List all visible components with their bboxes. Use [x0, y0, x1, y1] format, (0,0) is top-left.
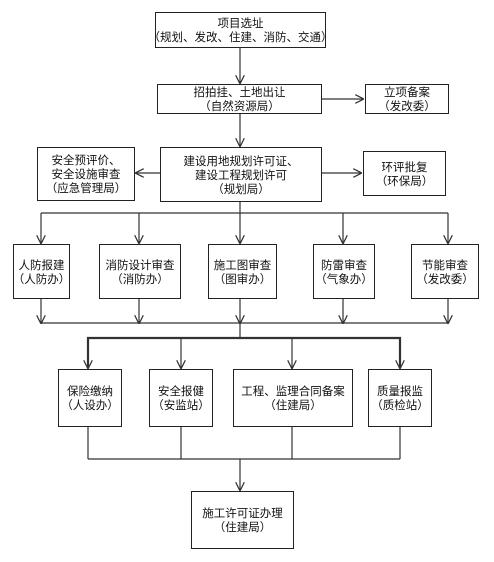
node-project-filing-title: 立项备案: [384, 85, 430, 99]
node-insurance-title: 保险缴纳: [67, 384, 113, 398]
node-project-filing-agency: （发改委）: [378, 99, 436, 113]
node-fire-design-agency: （消防办）: [111, 271, 169, 286]
node-safety-review-line2: 安全设施审查: [51, 167, 121, 181]
node-planning-permit-line1: 建设用地规划许可证、: [183, 153, 299, 168]
node-site-selection-agency: （规划、发改、住建、消防、交通）: [148, 30, 333, 44]
node-planning-permit-agency: （规划局）: [212, 181, 270, 196]
node-planning-permit-line2: 建设工程规划许可: [195, 167, 287, 182]
node-project-filing: 立项备案 （发改委）: [365, 84, 449, 114]
node-fire-design-title: 消防设计审查: [105, 257, 175, 272]
node-eia-approval-agency: （环保局）: [375, 173, 434, 188]
node-civil-defense-title: 人防报建: [18, 257, 65, 272]
node-planning-permit: 建设用地规划许可证、 建设工程规划许可 （规划局）: [160, 147, 322, 202]
node-eia-approval: 环评批复 （环保局）: [363, 151, 446, 196]
node-site-selection: 项目选址 （规划、发改、住建、消防、交通）: [149, 12, 333, 48]
node-contract-filing: 工程、监理合同备案 （住建局）: [233, 369, 353, 427]
node-lightning-review-title: 防雷审查: [321, 257, 367, 272]
node-drawing-review-agency: （图审办）: [213, 271, 272, 286]
node-energy-review-agency: （发改委）: [416, 271, 474, 286]
node-civil-defense: 人防报建 （人防办）: [13, 244, 70, 299]
node-safety-review-line1: 安全预评价、: [51, 153, 121, 167]
node-quality-filing-title: 质量报监: [377, 384, 423, 398]
node-land-transfer: 招拍挂、土地出让 （自然资源局）: [157, 84, 322, 114]
node-insurance: 保险缴纳 （人设办）: [58, 369, 122, 427]
node-safety-review-agency: （应急管理局）: [45, 181, 127, 195]
node-safety-review: 安全预评价、 安全设施审查 （应急管理局）: [37, 147, 135, 201]
node-construction-permit-agency: （住建局）: [213, 520, 272, 534]
node-lightning-review-agency: （气象办）: [315, 271, 373, 286]
bus-filing-top: [86, 336, 402, 366]
node-civil-defense-agency: （人防办）: [12, 271, 71, 286]
node-safety-filing-title: 安全报健: [158, 384, 204, 398]
node-quality-filing: 质量报监 （质检站）: [368, 369, 432, 427]
node-site-selection-title: 项目选址: [217, 16, 264, 30]
node-land-transfer-title: 招拍挂、土地出让: [193, 85, 286, 99]
node-construction-permit-title: 施工许可证办理: [202, 506, 283, 520]
node-safety-filing-agency: （安监站）: [152, 398, 210, 412]
node-drawing-review-title: 施工图审查: [213, 257, 272, 272]
node-construction-permit: 施工许可证办理 （住建局）: [191, 491, 294, 549]
node-energy-review-title: 节能审查: [422, 257, 468, 272]
node-safety-filing: 安全报健 （安监站）: [149, 369, 213, 427]
node-eia-approval-title: 环评批复: [381, 159, 428, 174]
node-drawing-review: 施工图审查 （图审办）: [208, 244, 277, 299]
node-contract-filing-agency: （住建局）: [264, 398, 322, 412]
node-insurance-agency: （人设办）: [61, 398, 119, 412]
node-quality-filing-agency: （质检站）: [371, 398, 429, 412]
node-lightning-review: 防雷审查 （气象办）: [313, 244, 375, 299]
node-contract-filing-title: 工程、监理合同备案: [241, 384, 345, 398]
node-energy-review: 节能审查 （发改委）: [411, 244, 479, 299]
node-land-transfer-agency: （自然资源局）: [199, 99, 280, 113]
node-fire-design: 消防设计审查 （消防办）: [99, 244, 181, 299]
